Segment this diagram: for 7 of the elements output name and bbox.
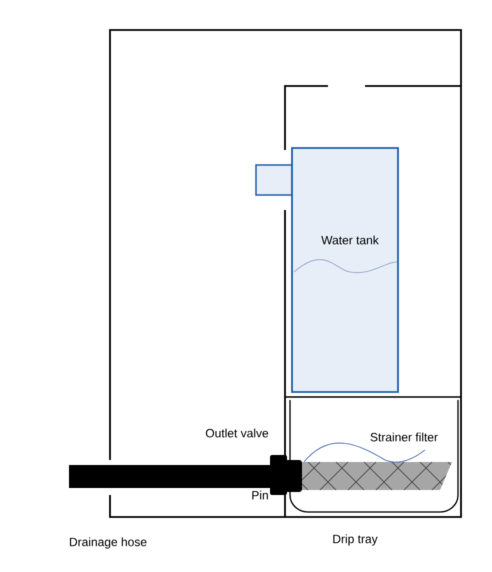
water-tank — [291, 147, 399, 393]
part-label: Outlet valve — [206, 428, 268, 438]
part-label: Strainer filter — [370, 432, 438, 442]
node-label: Water tank — [321, 236, 379, 244]
part-label: Drip tray — [333, 534, 378, 546]
part-label: Drainage hose — [70, 537, 146, 549]
part-label: Pin — [252, 490, 268, 500]
